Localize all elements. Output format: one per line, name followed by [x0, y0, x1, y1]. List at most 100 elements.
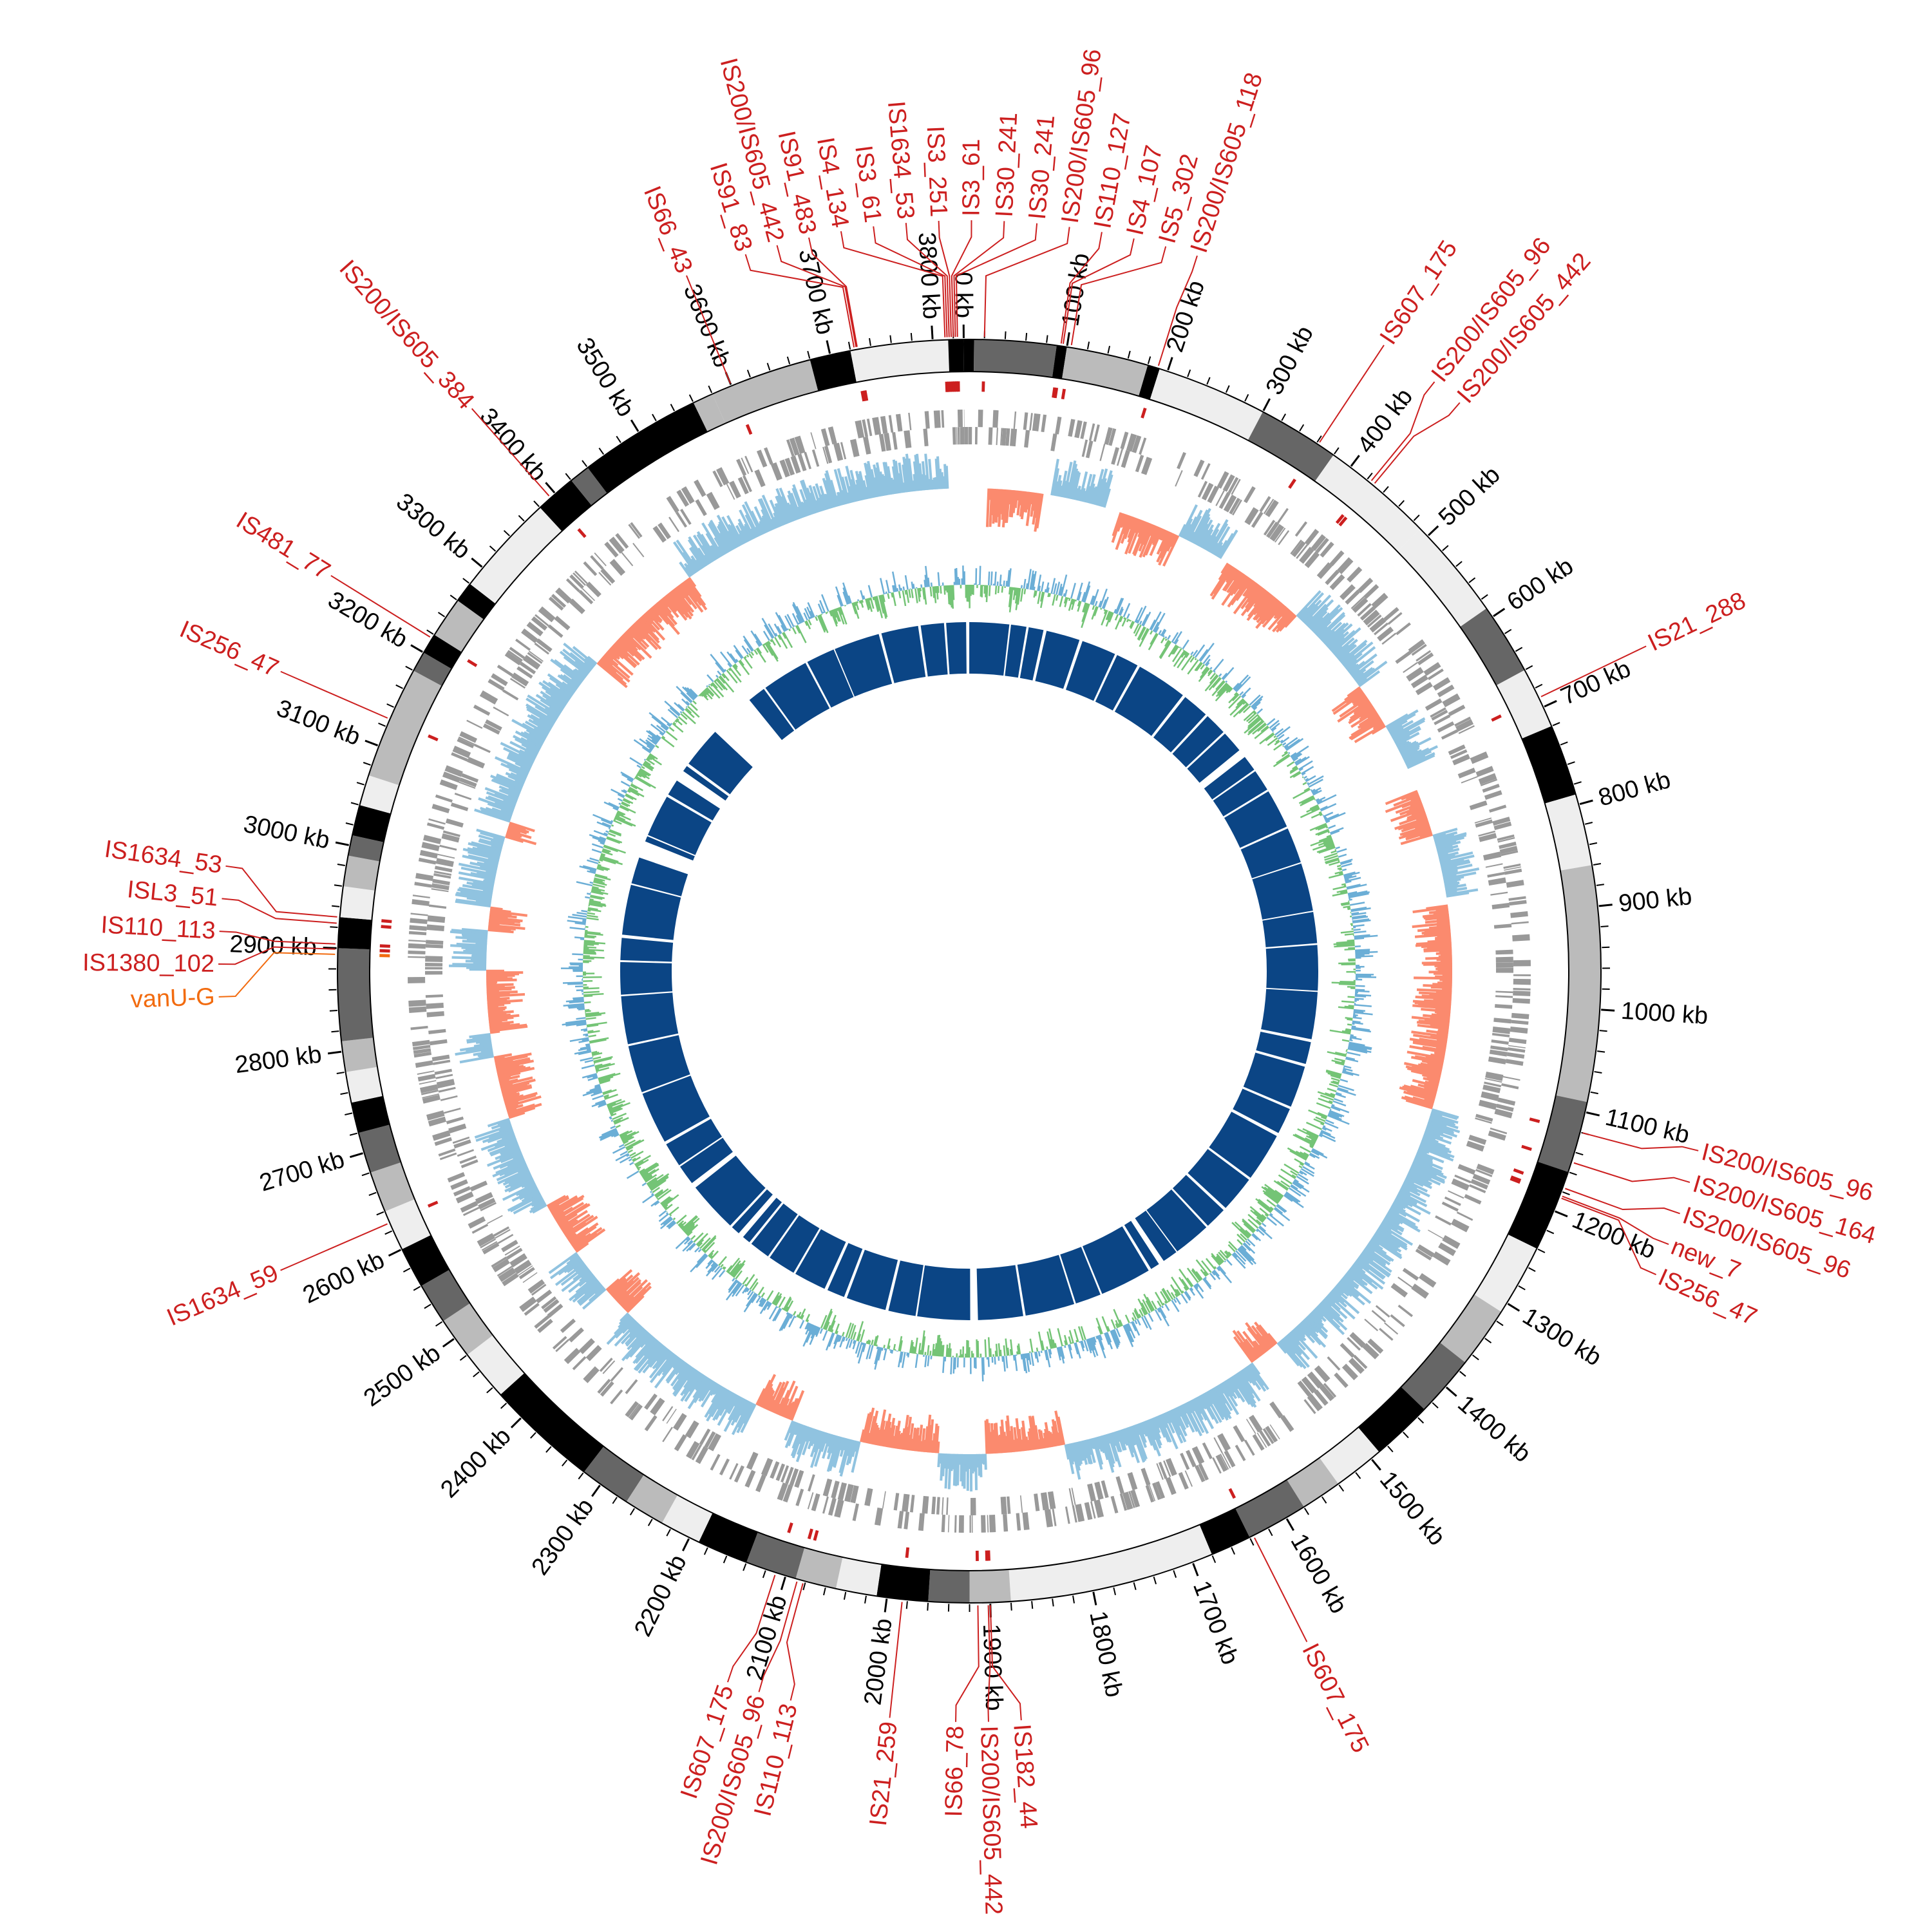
gc-content-bar [1235, 699, 1245, 709]
ideogram-band [1439, 1294, 1502, 1363]
gc-content-bar [1328, 1112, 1340, 1118]
is-element-leader-line [330, 574, 431, 638]
gene-forward [410, 918, 428, 924]
gc-content-bar [1316, 799, 1323, 804]
gc-skew-positive-bar [1351, 1264, 1384, 1290]
major-tick [1554, 1210, 1568, 1218]
gc-content-bar [1205, 1258, 1216, 1270]
gc-skew-positive-bar [698, 1379, 714, 1402]
ideogram-band [402, 1235, 450, 1286]
gc-skew-negative-bar [1112, 512, 1122, 536]
gc-skew-negative-bar [488, 1006, 507, 1010]
gc-skew-positive-bar [521, 1191, 541, 1203]
gc-content-bar [1198, 649, 1209, 661]
gene-forward [764, 447, 773, 465]
gc-skew-positive-bar [1075, 486, 1081, 501]
gc-skew-positive-bar [606, 1316, 634, 1345]
gc-content-bar [1083, 603, 1088, 613]
gc-skew-negative-bar [618, 638, 643, 662]
gene-reverse [428, 1028, 446, 1035]
tick-label: 3000 kb [242, 811, 332, 855]
gc-skew-negative-bar [1251, 1325, 1272, 1350]
is-element-mark [956, 381, 960, 392]
gene-reverse [1417, 1244, 1435, 1258]
gc-content-bar [1225, 680, 1228, 683]
gc-content-bar [878, 595, 885, 614]
gc-skew-negative-bar [1255, 600, 1280, 629]
gc-content-bar [647, 1173, 664, 1186]
gc-skew-positive-bar [468, 842, 502, 853]
gc-content-bar [710, 1262, 716, 1267]
gc-skew-positive-bar [540, 698, 562, 714]
gc-content-bar [589, 1086, 601, 1092]
gene-forward [1509, 900, 1527, 906]
gc-content-bar [1228, 1241, 1238, 1251]
gc-skew-negative-bar [1127, 518, 1139, 543]
gc-skew-positive-bar [733, 1396, 741, 1407]
gene-forward [1357, 578, 1374, 593]
gc-content-bar [1334, 1051, 1347, 1056]
gene-reverse [487, 1215, 503, 1224]
gene-forward [1256, 1432, 1267, 1448]
gc-content-bar [576, 881, 593, 887]
is-element-mark [1061, 388, 1066, 400]
gene-reverse [1357, 603, 1372, 617]
gc-skew-positive-bar [621, 1331, 649, 1361]
tick-label: 3700 kb [793, 246, 838, 337]
gc-skew-positive-bar [1221, 1381, 1238, 1407]
gc-content-bar [786, 1300, 794, 1312]
gene-forward [1508, 1045, 1526, 1048]
gc-content-bar [750, 630, 762, 647]
gc-skew-negative-bar [1028, 1416, 1036, 1450]
gc-skew-positive-bar [688, 536, 709, 566]
gc-content-bar [943, 585, 946, 595]
inner-block [946, 622, 967, 675]
gene-forward [408, 976, 426, 983]
gc-content-bar [829, 1320, 836, 1332]
gc-content-bar [1124, 1324, 1133, 1343]
minor-tick [340, 1092, 348, 1095]
gene-reverse [1367, 614, 1382, 628]
gene-reverse [884, 433, 891, 451]
gc-content-bar [1198, 1280, 1200, 1283]
gc-content-bar [1343, 905, 1350, 909]
gene-forward [794, 435, 806, 454]
is-element-leader-line [218, 946, 336, 965]
gc-content-bar [1139, 629, 1150, 647]
gc-skew-positive-bar [1321, 621, 1343, 642]
gc-content-bar [942, 1356, 945, 1373]
gc-skew-negative-bar [1421, 1008, 1451, 1013]
gene-forward [662, 1426, 673, 1443]
gene-forward [744, 1470, 756, 1488]
gc-skew-negative-bar [880, 1429, 886, 1446]
gc-skew-positive-bar [795, 1423, 802, 1435]
gc-content-bar [639, 768, 651, 776]
gene-reverse [598, 572, 612, 586]
gene-forward [1475, 766, 1494, 777]
gc-content-bar [639, 769, 650, 777]
gc-content-bar [722, 1266, 725, 1269]
gene-reverse [569, 598, 585, 614]
gc-content-bar [848, 595, 852, 604]
is-element-leader-line [471, 408, 550, 497]
gc-skew-negative-bar [497, 1066, 526, 1075]
gc-content-bar [621, 801, 630, 807]
gc-content-bar [1247, 720, 1265, 735]
gc-skew-positive-bar [1363, 1249, 1387, 1267]
gc-content-bar [582, 1038, 589, 1041]
gc-skew-positive-bar [547, 681, 572, 699]
gc-skew-negative-bar [1439, 950, 1452, 954]
gene-reverse [784, 457, 795, 476]
gc-skew-negative-bar [1255, 1326, 1274, 1348]
gc-content-bar [1007, 1347, 1010, 1356]
gc-skew-negative-bar [1354, 723, 1385, 743]
gc-content-bar [1331, 1106, 1341, 1112]
gc-skew-positive-bar [502, 1182, 536, 1201]
gc-skew-positive-bar [741, 504, 760, 538]
gene-reverse [1482, 851, 1502, 861]
gc-skew-negative-bar [1426, 945, 1452, 950]
inner-block [881, 625, 926, 683]
gc-skew-positive-bar [1377, 1227, 1408, 1249]
gc-skew-negative-bar [1225, 567, 1236, 582]
gene-reverse [504, 1245, 520, 1256]
